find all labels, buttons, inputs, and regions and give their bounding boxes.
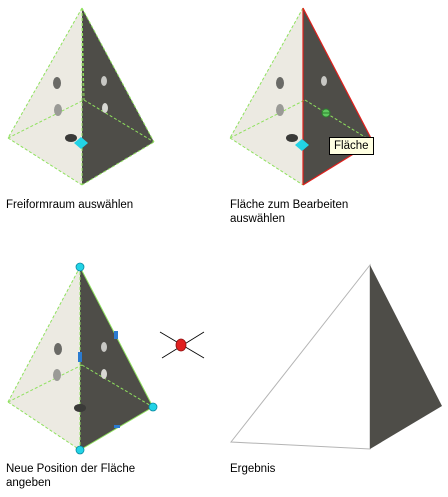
right-face	[80, 267, 153, 450]
base-grip[interactable]	[75, 445, 85, 455]
dashed-edges	[229, 7, 374, 186]
left-face	[8, 8, 82, 185]
caption-line: angeben	[6, 477, 51, 489]
step-caption-result: Ergebnis	[230, 462, 440, 476]
caption-line: Neue Position der Fläche	[6, 463, 136, 475]
pyramid-moving[interactable]	[7, 262, 158, 455]
cursor-marker-icon	[321, 108, 331, 118]
step-caption-select-freeform: Freiformraum auswählen	[6, 198, 206, 212]
pyramid-selected[interactable]	[7, 7, 155, 186]
step-caption-new-position: Neue Position der Fläche angeben	[6, 462, 206, 490]
pyramid-result	[230, 263, 442, 450]
pyramid-face-select[interactable]	[229, 7, 374, 186]
corner-grip[interactable]	[148, 402, 158, 412]
face-grips	[276, 76, 327, 142]
caption-line: Freiformraum auswählen	[6, 199, 134, 211]
left-face	[230, 263, 371, 450]
cursor-marker-icon	[159, 331, 205, 359]
left-face	[230, 8, 303, 185]
face-tooltip: Fläche	[329, 137, 374, 155]
caption-line: auswählen	[230, 213, 285, 225]
dashed-edges	[7, 7, 155, 186]
right-face	[82, 8, 154, 185]
face-grips	[53, 331, 120, 428]
face-grips	[53, 76, 108, 142]
base-grip[interactable]	[295, 139, 309, 151]
caption-line: Ergebnis	[230, 463, 276, 475]
left-face	[8, 267, 80, 450]
base-grip[interactable]	[74, 137, 88, 149]
step-caption-select-face: Fläche zum Bearbeiten auswählen	[230, 198, 440, 226]
right-face-highlighted[interactable]	[303, 8, 373, 185]
apex-grip[interactable]	[75, 262, 85, 272]
right-face	[370, 265, 442, 449]
caption-line: Fläche zum Bearbeiten	[230, 199, 349, 211]
